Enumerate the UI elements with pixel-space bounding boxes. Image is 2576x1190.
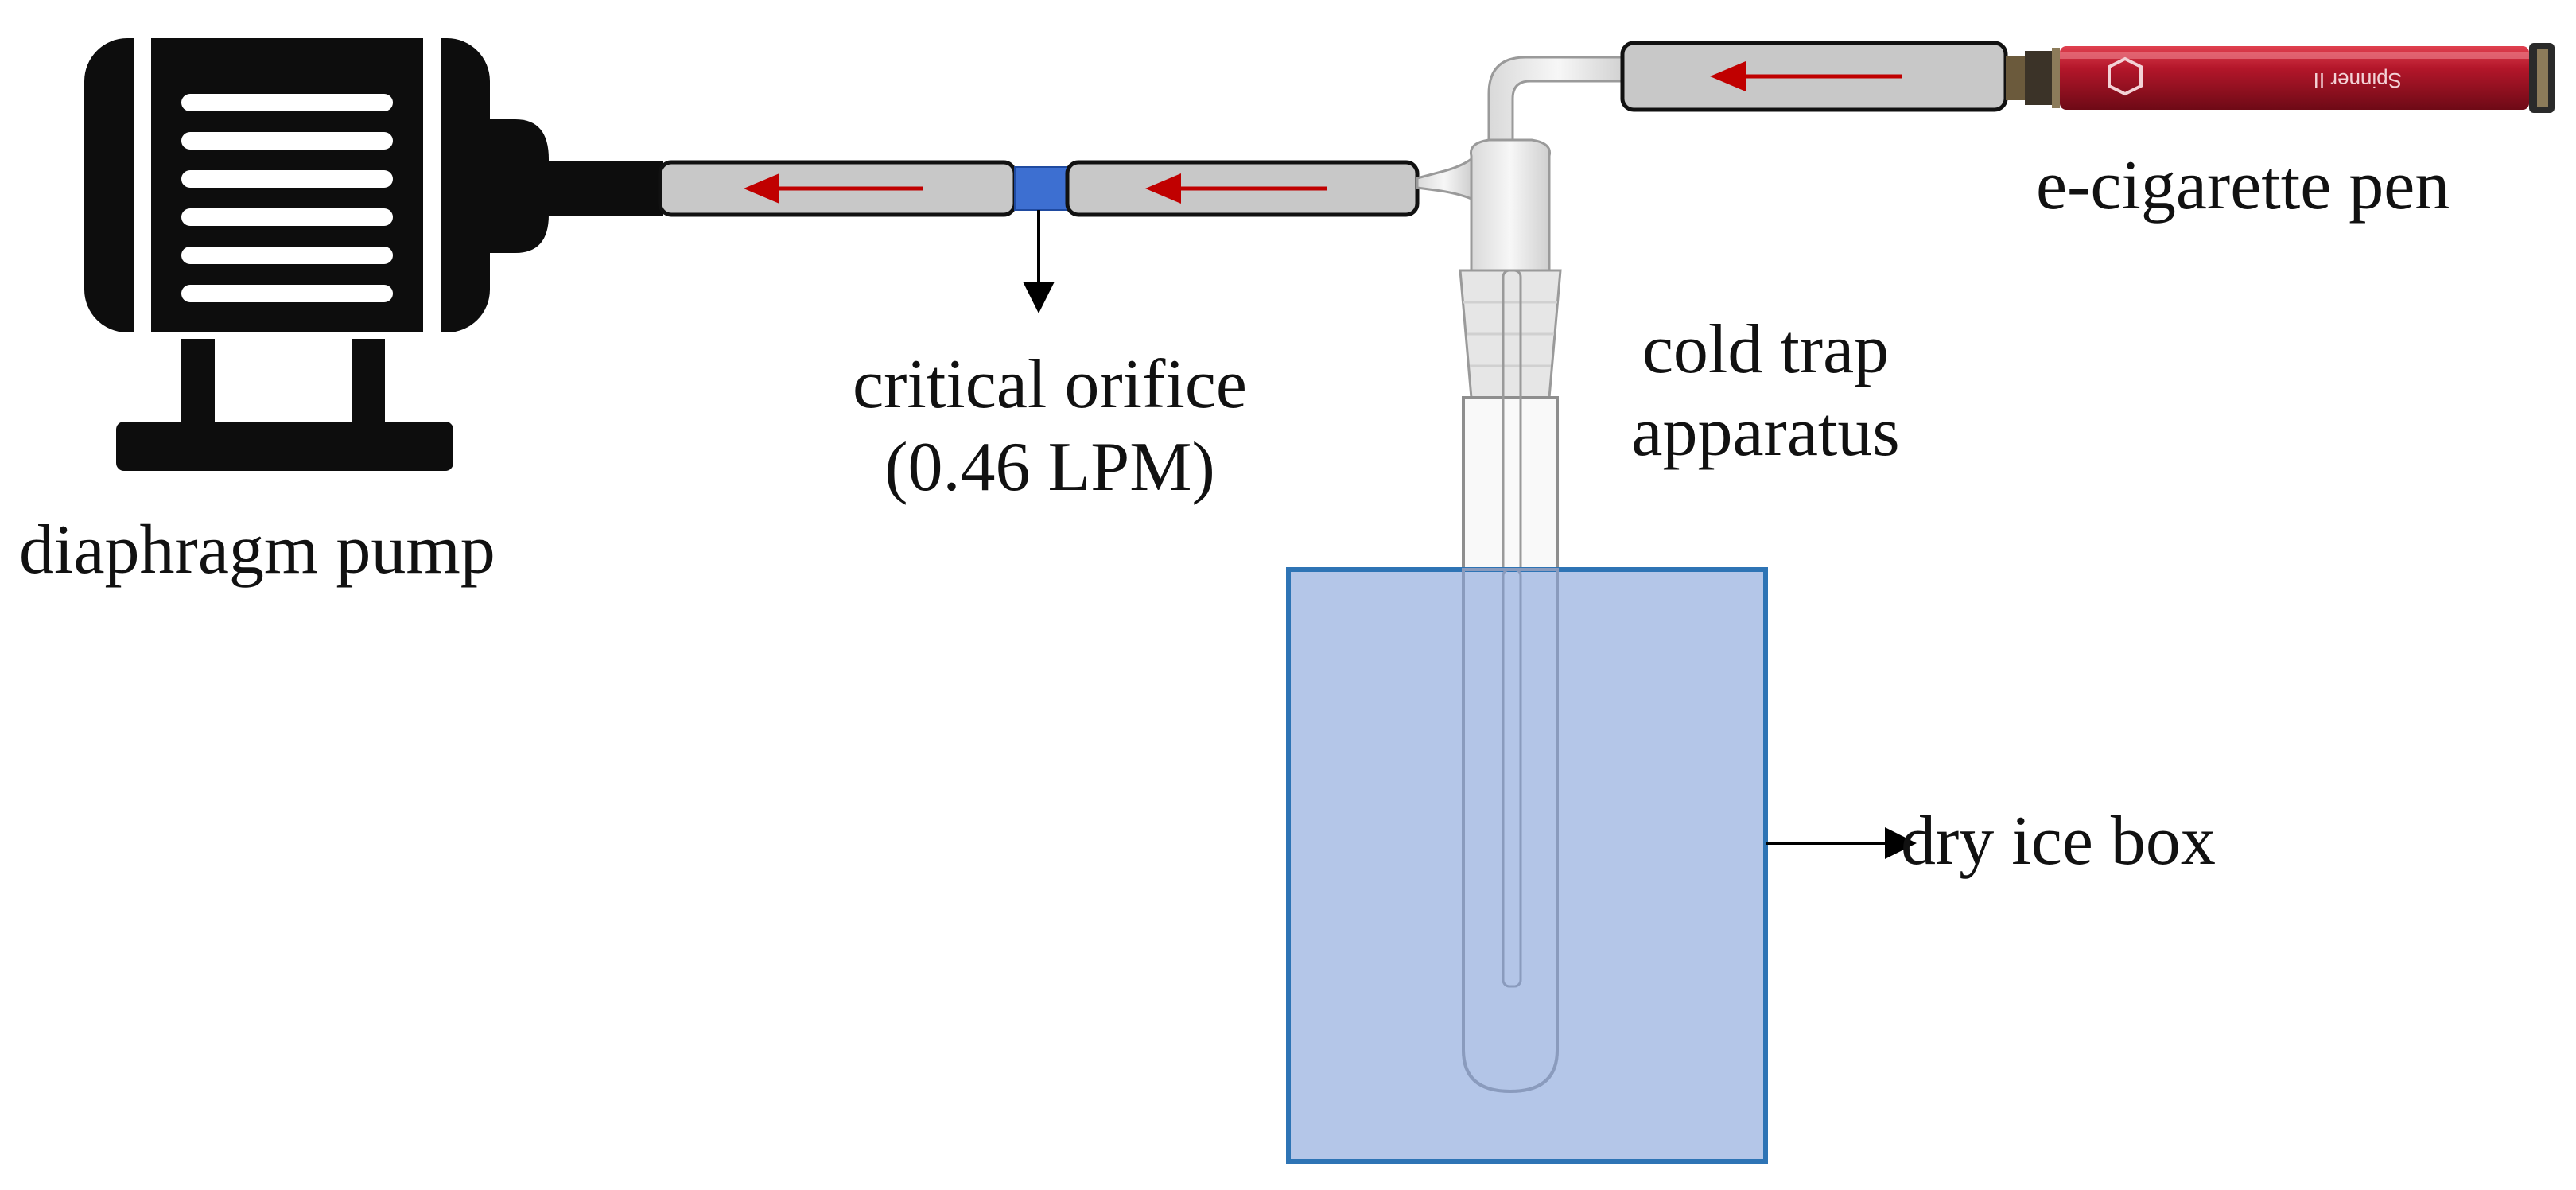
pen-logo <box>2108 56 2143 96</box>
e-cigarette-icon: Spinner II <box>2006 43 2555 113</box>
label-ecig-text: e-cigarette pen <box>2036 147 2450 224</box>
label-orifice-line2: (0.46 LPM) <box>884 429 1215 506</box>
label-cold-trap-line2: apparatus <box>1631 394 1900 471</box>
label-dry-ice-box: dry ice box <box>1901 800 2314 883</box>
label-cold-trap-line1: cold trap <box>1642 311 1890 388</box>
pump-leg-right <box>352 339 385 425</box>
label-critical-orifice: critical orifice (0.46 LPM) <box>763 344 1336 509</box>
label-cold-trap: cold trap apparatus <box>1575 309 1956 474</box>
tubing-left <box>658 160 1017 217</box>
pump-end-cap <box>490 119 549 253</box>
pen-body <box>2060 46 2529 110</box>
pen-brand-text: Spinner II <box>2314 68 2402 92</box>
label-diaphragm-pump: diaphragm pump <box>19 509 576 592</box>
tubing-middle <box>1065 160 1420 217</box>
dry-ice-box <box>1286 567 1768 1164</box>
pump-base <box>116 422 453 471</box>
label-dry-ice-text: dry ice box <box>1901 803 2216 880</box>
label-e-cigarette: e-cigarette pen <box>2036 145 2545 228</box>
label-pump-text: diaphragm pump <box>19 511 495 589</box>
tubing-right <box>1620 41 2008 112</box>
label-orifice-line1: critical orifice <box>853 346 1247 423</box>
critical-orifice <box>1014 166 1068 211</box>
pump-outlet <box>547 161 663 216</box>
motor-pump-icon <box>84 38 663 471</box>
pump-leg-left <box>181 339 215 425</box>
